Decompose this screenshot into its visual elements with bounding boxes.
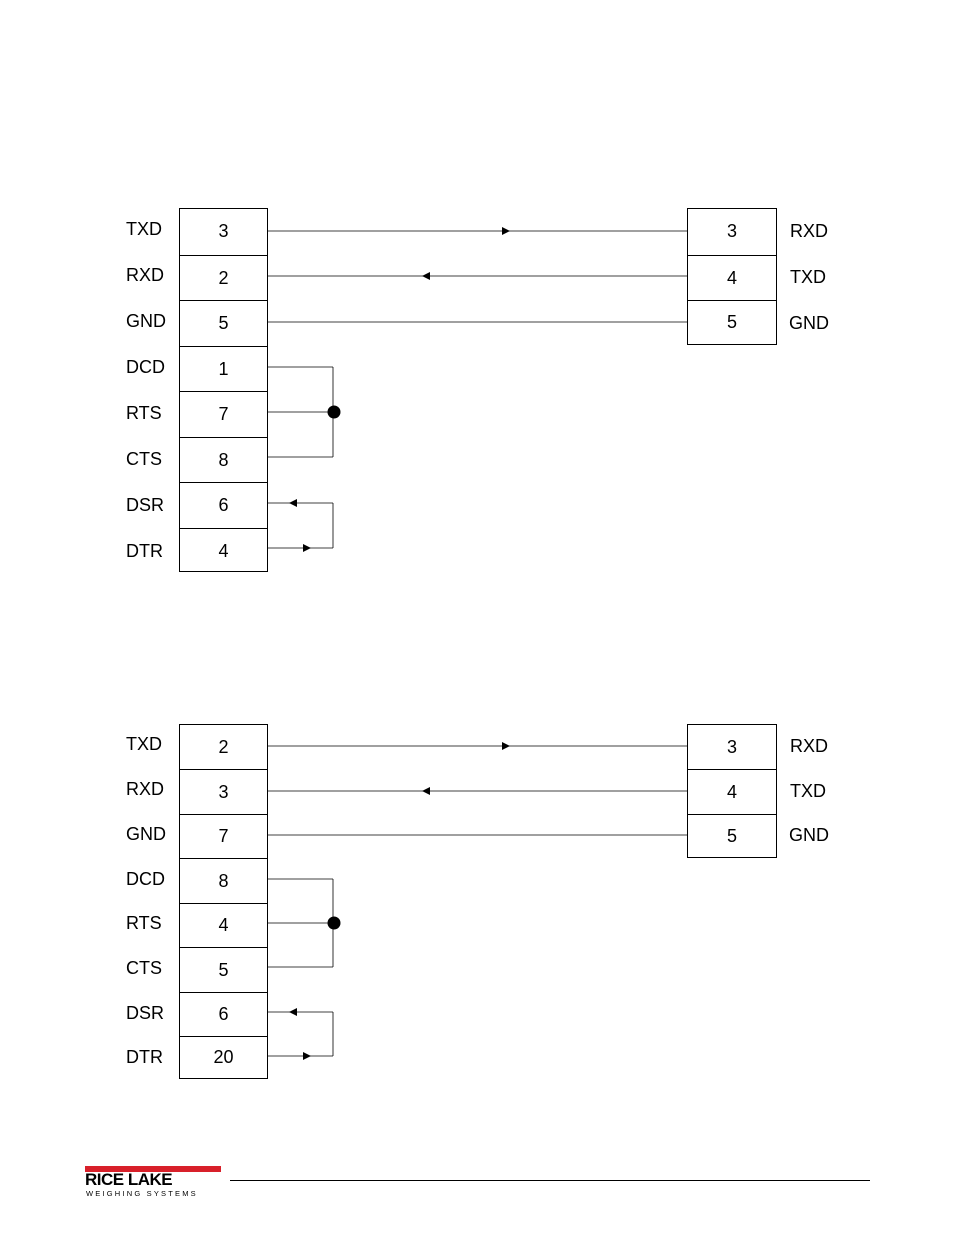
signal-label: CTS [126,449,162,469]
signal-label: RXD [790,736,828,756]
signal-label: DCD [126,869,165,889]
signal-label: RTS [126,913,162,933]
signal-label: DCD [126,357,165,377]
rxd-arrow [422,787,430,795]
signal-label: RTS [126,403,162,423]
logo-wordmark: RICE LAKE [85,1172,172,1188]
signal-label: RXD [126,265,164,285]
signal-label: DSR [126,495,164,515]
pin-cell: 2 [180,725,267,769]
rxd-arrow [422,272,430,280]
rice-lake-logo: RICE LAKE WEIGHING SYSTEMS [85,1166,221,1200]
signal-label: RXD [790,221,828,241]
pin-cell: 2 [180,255,267,300]
wiring-lines [0,722,954,1082]
dsr-arrow [289,499,297,507]
pin-cell: 4 [180,528,267,573]
dtr-arrow [303,544,311,552]
signal-label: DTR [126,541,163,561]
pin-cell: 5 [180,300,267,345]
pin-cell: 7 [180,814,267,858]
right-connector: 3 4 5 [687,208,777,345]
dsr-arrow [289,1008,297,1016]
signal-label: TXD [790,781,826,801]
wiring-lines [0,206,954,576]
junction-dot [328,917,341,930]
wiring-diagram-2: 2 3 7 8 4 5 6 20 TXD RXD GND DCD RTS CTS… [0,722,954,1082]
pin-cell: 3 [688,725,776,769]
signal-label: DTR [126,1047,163,1067]
signal-label: TXD [126,219,162,239]
left-connector: 2 3 7 8 4 5 6 20 [179,724,268,1079]
pin-cell: 1 [180,346,267,391]
left-connector: 3 2 5 1 7 8 6 4 [179,208,268,572]
pin-cell: 7 [180,391,267,436]
pin-cell: 8 [180,437,267,482]
signal-label: DSR [126,1003,164,1023]
pin-cell: 4 [180,903,267,947]
pin-cell: 5 [688,814,776,857]
pin-cell: 3 [688,209,776,254]
pin-cell: 6 [180,482,267,527]
txd-arrow [502,227,510,235]
pin-cell: 8 [180,858,267,903]
txd-arrow [502,742,510,750]
footer-rule [230,1180,870,1181]
wiring-diagram-1: 3 2 5 1 7 8 6 4 TXD RXD GND DCD RTS CTS … [0,206,954,576]
signal-label: TXD [790,267,826,287]
pin-cell: 3 [180,209,267,254]
logo-tagline: WEIGHING SYSTEMS [86,1190,198,1198]
dtr-arrow [303,1052,311,1060]
signal-label: GND [789,313,829,333]
signal-label: GND [126,824,166,844]
signal-label: GND [789,825,829,845]
pin-cell: 3 [180,769,267,814]
pin-cell: 20 [180,1036,267,1078]
junction-dot [328,406,341,419]
signal-label: RXD [126,779,164,799]
right-connector: 3 4 5 [687,724,777,858]
pin-cell: 4 [688,255,776,300]
pin-cell: 6 [180,992,267,1036]
signal-label: TXD [126,734,162,754]
pin-cell: 5 [688,300,776,344]
pin-cell: 5 [180,947,267,992]
signal-label: CTS [126,958,162,978]
signal-label: GND [126,311,166,331]
pin-cell: 4 [688,769,776,814]
